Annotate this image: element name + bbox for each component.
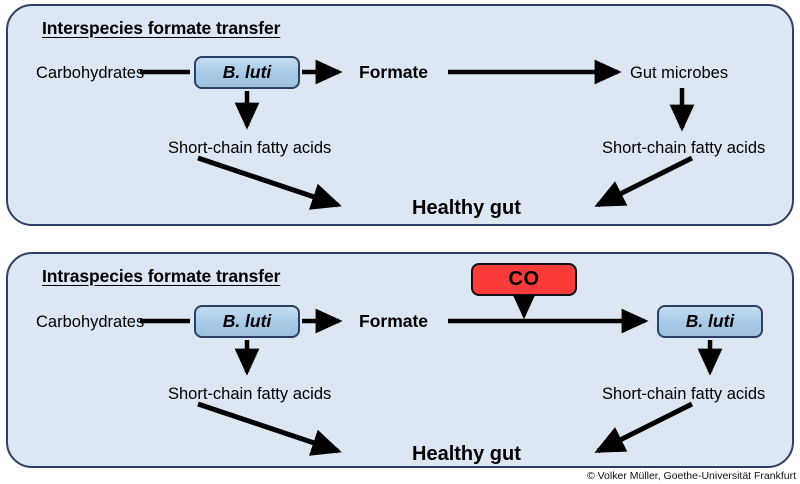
panel-intraspecies: Intraspecies formate transfer Carbohydra…: [6, 252, 794, 468]
node-formate-top: Formate: [359, 62, 429, 82]
copyright-credit: © Volker Müller, Goethe-Universität Fran…: [586, 470, 796, 482]
node-gut-microbes: Gut microbes: [630, 64, 729, 82]
arrow-scfa-right-to-healthy-gut-bottom: [594, 401, 694, 454]
node-b-luti-bottom-left: B. luti: [194, 305, 300, 338]
arrow-scfa-left-to-healthy-gut-top: [197, 155, 342, 210]
node-scfa-top-right: Short-chain fatty acids: [602, 139, 766, 157]
panel-interspecies: Interspecies formate transfer Carbohydra…: [6, 4, 794, 226]
panel-title-interspecies: Interspecies formate transfer: [42, 18, 281, 38]
node-healthy-gut-bottom: Healthy gut: [412, 443, 521, 465]
node-scfa-bottom-left: Short-chain fatty acids: [168, 385, 332, 403]
arrow-scfa-right-to-healthy-gut-top: [594, 155, 694, 208]
node-co-inhibitor: CO: [471, 263, 577, 296]
node-carbohydrates-bottom: Carbohydrates: [36, 313, 145, 331]
node-formate-bottom: Formate: [359, 311, 429, 331]
node-healthy-gut-top: Healthy gut: [412, 197, 521, 219]
panel-title-intraspecies: Intraspecies formate transfer: [42, 266, 281, 286]
node-carbohydrates-top: Carbohydrates: [36, 64, 145, 82]
node-scfa-top-left: Short-chain fatty acids: [168, 139, 332, 157]
node-scfa-bottom-right: Short-chain fatty acids: [602, 385, 766, 403]
node-b-luti-bottom-right: B. luti: [657, 305, 763, 338]
node-b-luti-top: B. luti: [194, 56, 300, 89]
arrow-scfa-left-to-healthy-gut-bottom: [197, 401, 342, 456]
